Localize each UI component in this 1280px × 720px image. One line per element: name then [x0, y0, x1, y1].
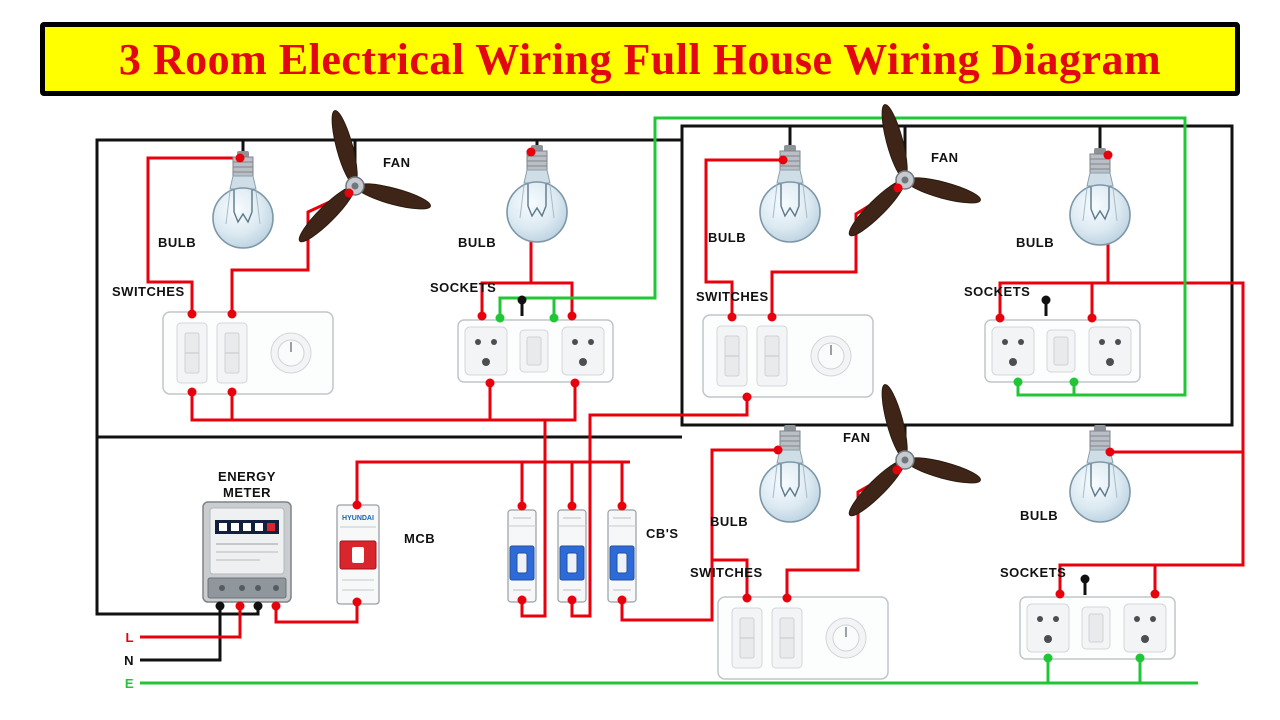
mcb-label: MCB — [404, 531, 435, 546]
earth-wires — [140, 116, 1198, 685]
pendant-bulb-4 — [1069, 147, 1131, 246]
bulb-label-4: BULB — [1016, 235, 1054, 250]
supply-neutral-label: N — [124, 653, 134, 668]
title-banner: 3 Room Electrical Wiring Full House Wiri… — [40, 22, 1240, 96]
switch-board-3 — [717, 596, 889, 680]
earth-wire-run — [140, 116, 1198, 685]
pendant-bulb-2 — [506, 144, 568, 243]
energy-meter-label-line2: METER — [223, 485, 271, 500]
neutral-terminals — [215, 295, 1090, 611]
fan-label-3: FAN — [843, 430, 871, 445]
switch-board-2 — [702, 314, 874, 398]
socket-board-2 — [984, 319, 1141, 383]
ceiling-fan-3 — [843, 381, 984, 522]
cbs-label: CB'S — [646, 526, 679, 541]
energy-meter — [202, 501, 292, 603]
bulb-label-5: BULB — [710, 514, 748, 529]
mcb-breaker: HYUNDAI — [336, 504, 380, 605]
sockets-label-3: SOCKETS — [1000, 565, 1066, 580]
socket-board-1 — [457, 319, 614, 383]
earth-terminals — [495, 313, 1145, 663]
bulb-label-6: BULB — [1020, 508, 1058, 523]
switches-label-3: SWITCHES — [690, 565, 763, 580]
bulb-label-1: BULB — [158, 235, 196, 250]
switches-label-1: SWITCHES — [112, 284, 185, 299]
cb-breaker-2 — [557, 509, 587, 603]
pendant-bulb-5 — [759, 424, 821, 523]
switch-board-1 — [162, 311, 334, 395]
cb-breaker-3 — [607, 509, 637, 603]
live-terminals — [187, 147, 1160, 611]
socket-board-3 — [1019, 596, 1176, 660]
fan-label-2: FAN — [931, 150, 959, 165]
energy-meter-label-line1: ENERGY — [218, 469, 276, 484]
page-title: 3 Room Electrical Wiring Full House Wiri… — [118, 34, 1162, 84]
switches-label-2: SWITCHES — [696, 289, 769, 304]
fan-label-1: FAN — [383, 155, 411, 170]
bulb-label-3: BULB — [708, 230, 746, 245]
mcb-brand-text: HYUNDAI — [342, 515, 374, 522]
supply-live-label: L — [126, 630, 134, 645]
bulb-label-2: BULB — [458, 235, 496, 250]
ceiling-fan-1 — [293, 107, 434, 248]
sockets-label-1: SOCKETS — [430, 280, 496, 295]
pendant-bulb-1 — [212, 150, 274, 249]
cb-breaker-1 — [507, 509, 537, 603]
pendant-bulb-6 — [1069, 424, 1131, 523]
sockets-label-2: SOCKETS — [964, 284, 1030, 299]
ceiling-fan-2 — [843, 101, 984, 242]
supply-earth-label: E — [125, 676, 134, 691]
